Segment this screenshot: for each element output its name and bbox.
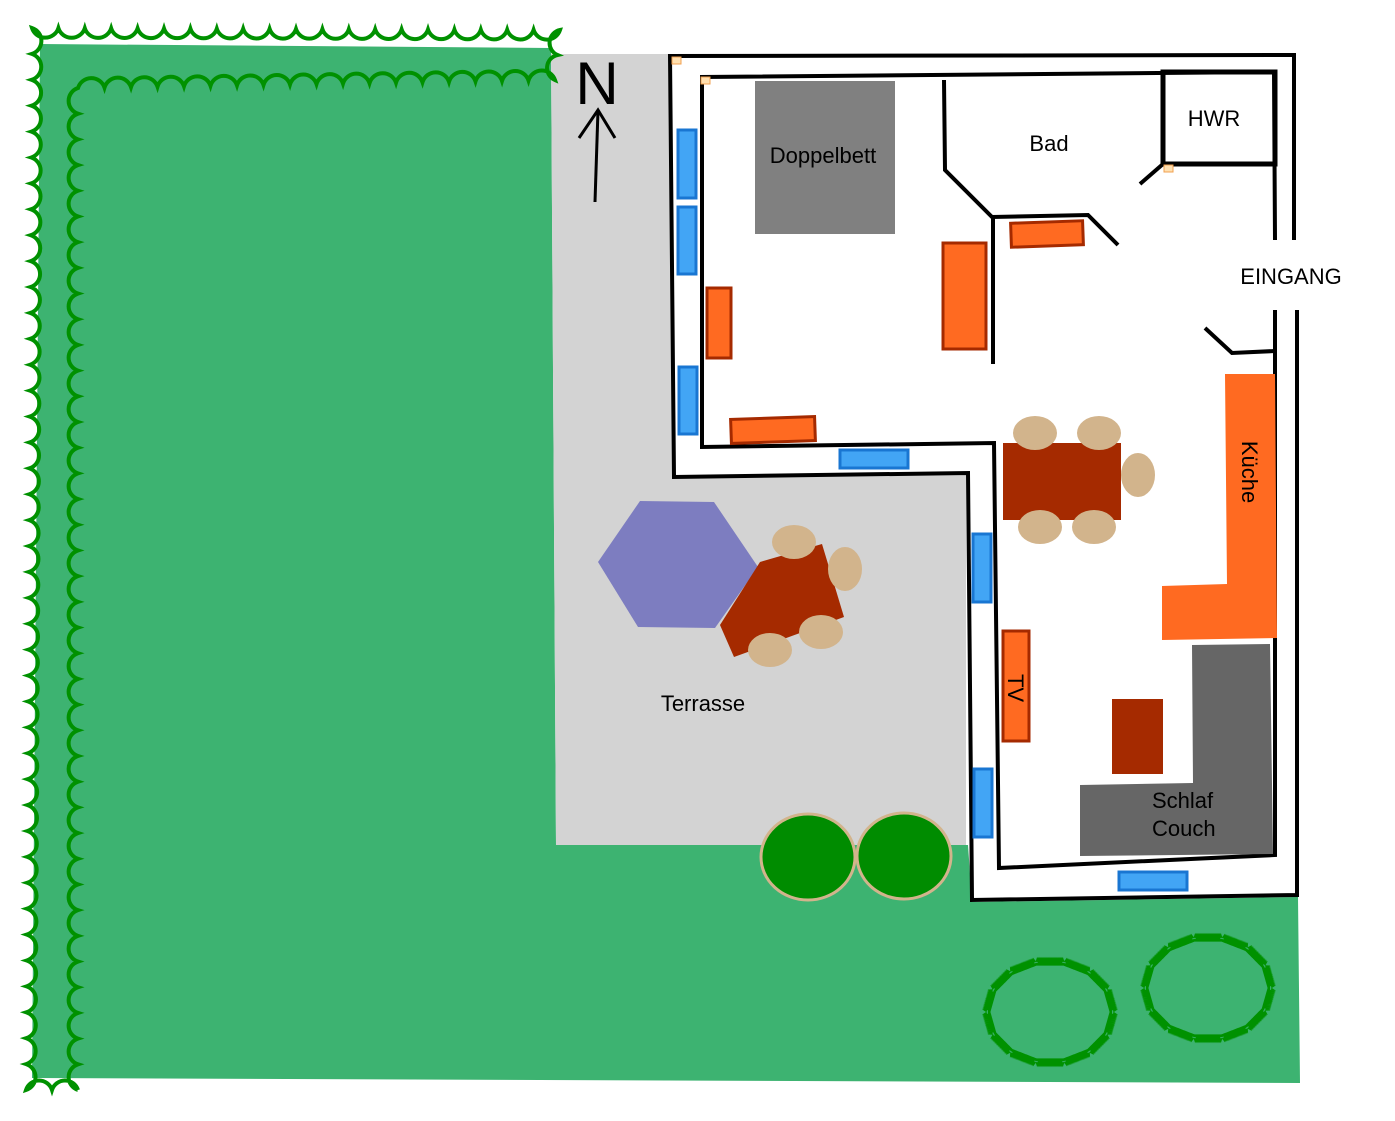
- window: [971, 532, 993, 604]
- umbrella: [598, 501, 758, 628]
- coffee-table: [1112, 699, 1163, 774]
- house-floor: [670, 55, 1297, 900]
- label-kueche: Küche: [1237, 441, 1262, 503]
- hedge: [19, 21, 565, 1097]
- chair: [1121, 453, 1155, 497]
- bush: [981, 956, 1118, 1068]
- chair: [748, 633, 792, 667]
- chair: [1013, 416, 1057, 450]
- label-eingang: EINGANG: [1240, 264, 1341, 289]
- kitchen-counter: [1162, 374, 1277, 640]
- label-bad: Bad: [1029, 131, 1068, 156]
- bush: [1140, 932, 1276, 1044]
- label-schlaf: Schlaf: [1152, 788, 1214, 813]
- entrance-step: [1203, 326, 1276, 356]
- chair: [799, 615, 843, 649]
- cabinet: [1009, 219, 1085, 249]
- tv-stand: [1001, 629, 1031, 743]
- terrace-table: [720, 544, 844, 657]
- sofa-bed: [1080, 644, 1273, 856]
- lawn: [32, 44, 1300, 1083]
- hwr-door: [1138, 162, 1165, 186]
- shrub: [855, 811, 953, 901]
- wardrobe: [941, 241, 988, 351]
- label-tv: TV: [1003, 674, 1028, 702]
- chair: [1077, 416, 1121, 450]
- window: [972, 767, 994, 839]
- chair: [772, 525, 816, 559]
- window: [676, 128, 698, 200]
- cabinet: [705, 286, 733, 360]
- window: [677, 365, 699, 436]
- north-arrow: N: [575, 50, 619, 203]
- window: [838, 448, 910, 470]
- chair: [828, 547, 862, 591]
- outer-wall: [667, 52, 1299, 903]
- comment-marker-icon[interactable]: [1163, 164, 1174, 173]
- shrub: [759, 812, 857, 902]
- double-bed: [755, 81, 895, 234]
- label-terrasse: Terrasse: [661, 691, 745, 716]
- label-doppelbett: Doppelbett: [770, 143, 876, 168]
- label-couch: Couch: [1152, 816, 1216, 841]
- north-label: N: [575, 50, 618, 117]
- hwr-wall: [1160, 69, 1278, 167]
- window: [1117, 870, 1189, 892]
- terrace-area: [551, 54, 966, 845]
- comment-marker-icon[interactable]: [671, 56, 682, 65]
- dining-table: [1003, 443, 1121, 520]
- comment-marker-icon[interactable]: [700, 76, 711, 85]
- label-hwr: HWR: [1188, 106, 1241, 131]
- chair: [1072, 510, 1116, 544]
- window: [676, 205, 698, 276]
- cabinet: [729, 414, 817, 446]
- chair: [1018, 510, 1062, 544]
